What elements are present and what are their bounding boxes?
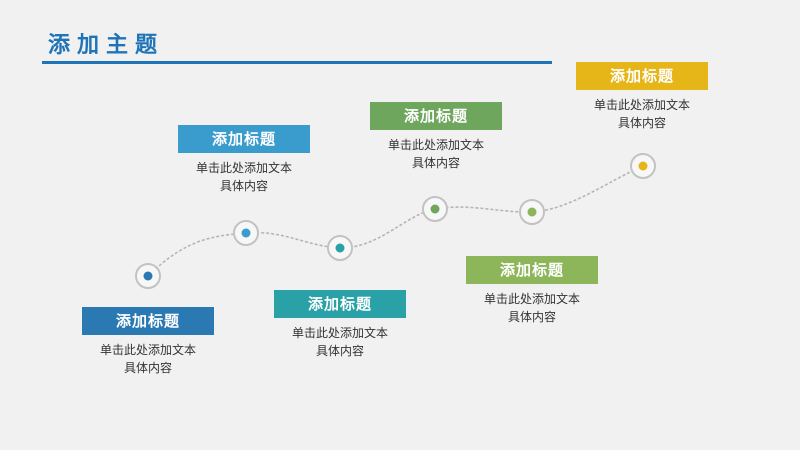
timeline-item-2: 添加标题 单击此处添加文本 具体内容 xyxy=(178,125,310,195)
page-title: 添加主题 xyxy=(48,33,165,58)
timeline-node-2 xyxy=(233,220,259,246)
item-title: 添加标题 xyxy=(576,62,708,90)
timeline-node-5 xyxy=(519,199,545,225)
item-title: 添加标题 xyxy=(370,102,502,130)
timeline-item-1: 添加标题 单击此处添加文本 具体内容 xyxy=(82,307,214,377)
item-description: 单击此处添加文本 具体内容 xyxy=(370,136,502,172)
node-dot xyxy=(241,228,251,238)
item-desc-line-2: 具体内容 xyxy=(219,179,268,193)
item-description: 单击此处添加文本 具体内容 xyxy=(178,159,310,195)
item-description: 单击此处添加文本 具体内容 xyxy=(576,96,708,132)
timeline-item-5: 添加标题 单击此处添加文本 具体内容 xyxy=(466,256,598,326)
item-desc-line-2: 具体内容 xyxy=(123,361,172,375)
item-title: 添加标题 xyxy=(274,290,406,318)
item-desc-line-2: 具体内容 xyxy=(507,310,556,324)
timeline-node-6 xyxy=(630,153,656,179)
node-dot xyxy=(527,207,537,217)
item-desc-line-1: 单击此处添加文本 xyxy=(195,161,292,175)
item-title: 添加标题 xyxy=(178,125,310,153)
timeline-node-1 xyxy=(135,263,161,289)
item-desc-line-2: 具体内容 xyxy=(315,344,364,358)
item-desc-line-2: 具体内容 xyxy=(411,156,460,170)
item-desc-line-1: 单击此处添加文本 xyxy=(291,326,388,340)
item-desc-line-1: 单击此处添加文本 xyxy=(483,292,580,306)
item-desc-line-1: 单击此处添加文本 xyxy=(99,343,196,357)
timeline-item-3: 添加标题 单击此处添加文本 具体内容 xyxy=(274,290,406,360)
item-description: 单击此处添加文本 具体内容 xyxy=(82,341,214,377)
item-title: 添加标题 xyxy=(466,256,598,284)
item-desc-line-1: 单击此处添加文本 xyxy=(593,98,690,112)
item-description: 单击此处添加文本 具体内容 xyxy=(466,290,598,326)
node-dot xyxy=(430,204,440,214)
timeline-item-6: 添加标题 单击此处添加文本 具体内容 xyxy=(576,62,708,132)
node-dot xyxy=(638,161,648,171)
timeline-node-4 xyxy=(422,196,448,222)
item-desc-line-1: 单击此处添加文本 xyxy=(387,138,484,152)
node-dot xyxy=(143,271,153,281)
timeline-node-3 xyxy=(327,235,353,261)
timeline-item-4: 添加标题 单击此处添加文本 具体内容 xyxy=(370,102,502,172)
node-dot xyxy=(335,243,345,253)
item-title: 添加标题 xyxy=(82,307,214,335)
item-desc-line-2: 具体内容 xyxy=(617,116,666,130)
item-description: 单击此处添加文本 具体内容 xyxy=(274,324,406,360)
title-underline xyxy=(42,61,552,64)
